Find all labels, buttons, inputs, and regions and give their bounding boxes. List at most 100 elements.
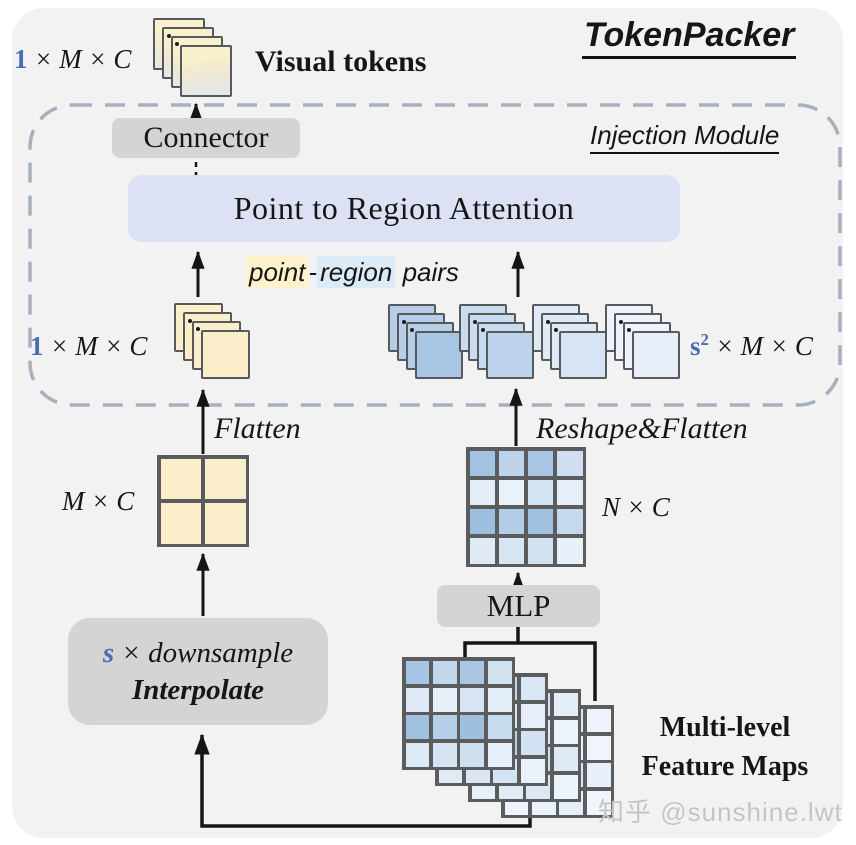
region-dim-rest: × M × C: [708, 331, 813, 361]
downsample-rest: × downsample: [114, 636, 294, 669]
feature-map-1: [402, 657, 515, 770]
grid-cell: [405, 660, 430, 685]
grid-cell: [556, 479, 583, 506]
grid-cell: [556, 450, 583, 477]
attention-label: Point to Region Attention: [233, 190, 575, 226]
pairs-hyphen: -: [308, 257, 318, 287]
point-stack-dim-label: 1 × M × C: [30, 331, 147, 362]
injection-module-label: Injection Module: [590, 120, 780, 154]
attention-box: Point to Region Attention: [128, 175, 680, 242]
grid-cell: [553, 719, 578, 744]
mlp-label: MLP: [486, 588, 551, 623]
grid-cell: [556, 508, 583, 535]
ellipsis-dots-icon: [546, 320, 550, 324]
grid-cell: [469, 479, 496, 506]
region-stack-3: [532, 304, 607, 379]
grid-cell: [204, 502, 246, 544]
grid-cell: [469, 508, 496, 535]
page-title: TokenPacker: [582, 16, 797, 59]
interpolate-label: Interpolate: [131, 674, 265, 707]
point-dim-rest: × M × C: [43, 331, 148, 361]
feature-maps-label-line2: Feature Maps: [641, 751, 809, 783]
flatten-label: Flatten: [214, 412, 301, 445]
grid-cell: [405, 742, 430, 767]
region-stack-2: [459, 304, 534, 379]
region-card: [415, 331, 463, 379]
grid-cell: [586, 708, 611, 733]
region-card: [632, 331, 680, 379]
point-feature-grid: [157, 455, 249, 547]
point-highlight: point: [246, 256, 309, 288]
region-card: [559, 331, 607, 379]
grid-cell: [586, 735, 611, 760]
reshape-flatten-label: Reshape&Flatten: [536, 412, 748, 445]
point-dim-batch: 1: [30, 331, 44, 361]
pairs-rest: pairs: [395, 257, 459, 287]
region-stack-dim-label: s2 × M × C: [690, 330, 813, 362]
grid-cell: [553, 692, 578, 717]
tokens-dim-rest: × M × C: [27, 44, 132, 74]
grid-cell: [405, 715, 430, 740]
m-c-label: M × C: [62, 486, 135, 516]
token-card: [180, 45, 232, 97]
grid-cell: [553, 747, 578, 772]
grid-cell: [487, 660, 512, 685]
point-card: [201, 330, 250, 379]
ellipsis-dots-icon: [619, 320, 623, 324]
grid-cell: [487, 687, 512, 712]
grid-cell: [520, 758, 545, 783]
grid-cell: [527, 508, 554, 535]
grid-cell: [204, 458, 246, 500]
n-c-label: N × C: [602, 492, 670, 522]
grid-cell: [498, 537, 525, 564]
grid-cell: [487, 715, 512, 740]
grid-cell: [432, 742, 457, 767]
grid-cell: [520, 731, 545, 756]
point-tokens-stack: [174, 303, 251, 380]
downsample-s: s: [102, 636, 115, 669]
region-card: [486, 331, 534, 379]
region-highlight: region: [317, 256, 396, 288]
region-stack-1: [388, 304, 463, 379]
grid-cell: [498, 479, 525, 506]
tokens-dim-label: 1 × M × C: [14, 44, 131, 75]
interpolate-box: s × downsample Interpolate: [68, 618, 328, 725]
bracket-featuremaps: [463, 641, 597, 701]
grid-cell: [498, 508, 525, 535]
region-dim-sup: 2: [700, 330, 709, 349]
grid-cell: [527, 537, 554, 564]
grid-cell: [469, 450, 496, 477]
grid-cell: [432, 660, 457, 685]
connector-box: Connector: [112, 118, 300, 158]
point-region-pairs-label: point-region pairs: [246, 256, 459, 288]
ellipsis-dots-icon: [167, 34, 171, 38]
grid-cell: [460, 742, 485, 767]
region-feature-grid: [466, 447, 586, 567]
grid-cell: [520, 703, 545, 728]
grid-cell: [460, 715, 485, 740]
grid-cell: [160, 502, 202, 544]
grid-cell: [586, 763, 611, 788]
region-dim-s: s: [690, 331, 701, 361]
feature-maps-label-line1: Multi-level: [659, 712, 791, 743]
mlp-box: MLP: [437, 585, 600, 627]
grid-cell: [553, 774, 578, 799]
grid-cell: [586, 790, 611, 815]
ellipsis-dots-icon: [402, 320, 406, 324]
grid-cell: [527, 450, 554, 477]
grid-cell: [460, 660, 485, 685]
tokens-dim-batch: 1: [14, 44, 28, 74]
grid-cell: [460, 687, 485, 712]
downsample-line: s × downsample: [103, 635, 293, 673]
grid-cell: [405, 687, 430, 712]
region-stack-4: [605, 304, 680, 379]
connector-label: Connector: [143, 121, 269, 154]
watermark: 知乎 @sunshine.lwt: [598, 797, 843, 827]
grid-cell: [469, 537, 496, 564]
visual-tokens-stack: [153, 18, 233, 98]
grid-cell: [487, 742, 512, 767]
arrow-featuremaps-to-interpolate: [194, 733, 532, 828]
ellipsis-dots-icon: [473, 320, 477, 324]
